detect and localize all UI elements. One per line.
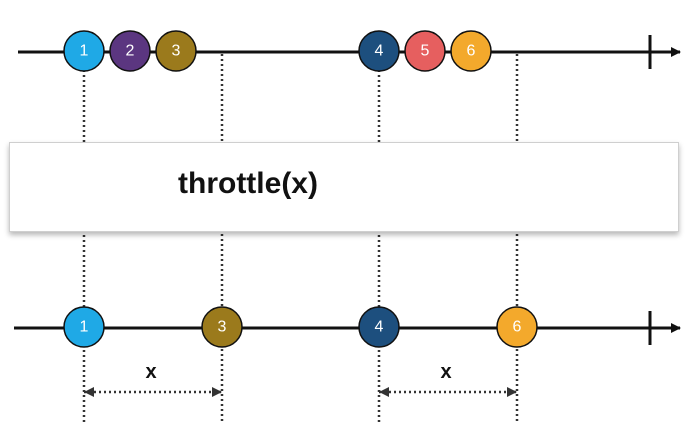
marble: 4 (358, 306, 400, 348)
marble: 1 (63, 30, 105, 72)
marble-label: 4 (375, 43, 384, 60)
marble: 3 (155, 30, 197, 72)
marble: 6 (450, 30, 492, 72)
marble: 6 (496, 306, 538, 348)
marble-circle (358, 306, 400, 348)
output-timeline (14, 311, 681, 345)
window-arrow-left (379, 387, 389, 397)
window-label: x (145, 361, 156, 383)
marble-label: 4 (375, 319, 384, 336)
operator-label: throttle(x) (178, 167, 318, 200)
window-arrow-right (507, 387, 517, 397)
marble-circle (109, 30, 151, 72)
marble-circle (358, 30, 400, 72)
marble: 5 (404, 30, 446, 72)
marble-circle (155, 30, 197, 72)
marble-label: 3 (218, 319, 227, 336)
marble-circle (496, 306, 538, 348)
marble-circle (404, 30, 446, 72)
marble: 4 (358, 30, 400, 72)
window-label: x (440, 361, 451, 383)
marble-circle (201, 306, 243, 348)
marble: 3 (201, 306, 243, 348)
throttle-window-2: x (379, 361, 517, 397)
marble-circle (63, 30, 105, 72)
marble-label: 6 (513, 319, 522, 336)
marble-label: 6 (467, 43, 476, 60)
marble-label: 1 (80, 319, 89, 336)
marble: 1 (63, 306, 105, 348)
throttle-window-1: x (84, 361, 222, 397)
operator-box (9, 142, 679, 232)
marble: 2 (109, 30, 151, 72)
window-arrow-right (212, 387, 222, 397)
marble-label: 5 (421, 43, 430, 60)
marble-label: 3 (172, 43, 181, 60)
output-marbles: 1 3 4 6 (63, 306, 538, 348)
marble-label: 1 (80, 43, 89, 60)
marble-circle (450, 30, 492, 72)
guide-lines (82, 54, 519, 424)
marble-label: 2 (126, 43, 135, 60)
input-marbles: 1 2 3 4 5 6 (63, 30, 492, 72)
marble-circle (63, 306, 105, 348)
window-arrow-left (84, 387, 94, 397)
